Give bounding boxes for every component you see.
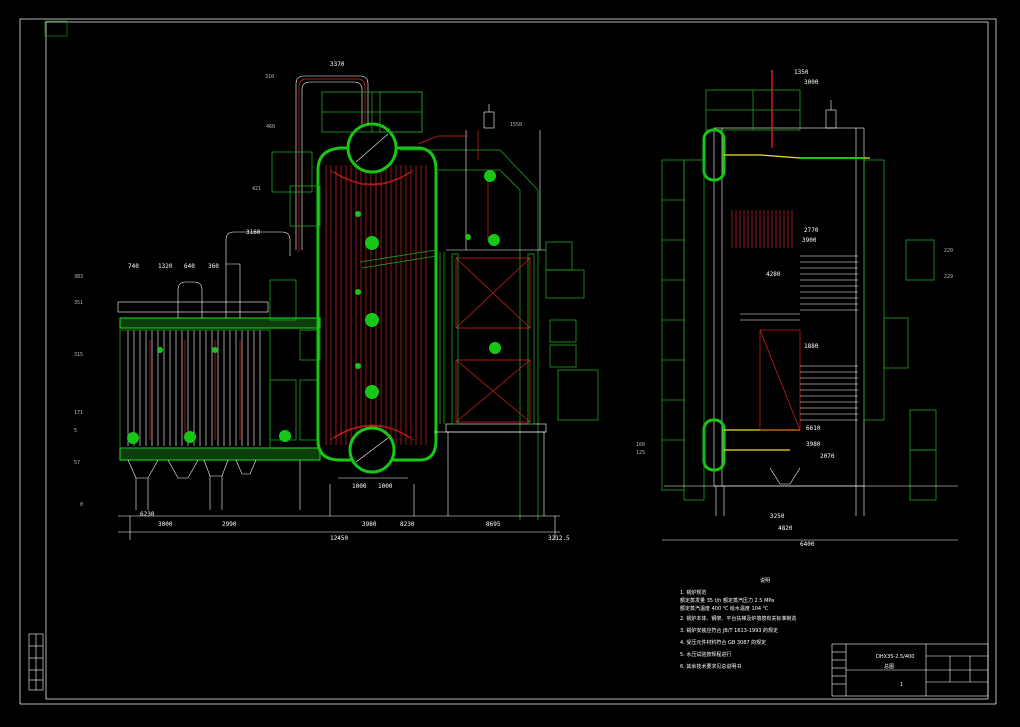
svg-text:740: 740 [128,263,139,270]
dimensions-right: 1350 3000 2770 3900 4280 3250 4820 6400 … [766,69,835,548]
svg-text:125: 125 [636,450,645,456]
svg-text:171: 171 [74,410,83,416]
svg-text:640: 640 [184,263,195,270]
svg-text:额定蒸发量 35 t/h 额定蒸汽压力 2.5 MP: 额定蒸发量 35 t/h 额定蒸汽压力 2.5 MPa [680,597,774,604]
elevations-left: 310 460 421 383 351 315 171 5 57 0 [74,74,275,508]
svg-text:8695: 8695 [486,521,501,528]
svg-text:310: 310 [265,74,274,80]
svg-text:3212.5: 3212.5 [548,535,570,542]
svg-text:1000: 1000 [352,483,367,490]
front-elevation-view [117,75,599,540]
svg-text:3980: 3980 [362,521,377,528]
svg-text:360: 360 [208,263,219,270]
svg-text:说明: 说明 [760,577,770,584]
elevations-right: 220 229 160 125 [636,248,953,456]
svg-text:4820: 4820 [778,525,793,532]
title-block: DHX35-2.5/400 总图 1 [831,643,989,697]
svg-text:2070: 2070 [820,453,835,460]
superheater-section [117,263,321,510]
annotation-boxes [271,91,599,421]
svg-text:2990: 2990 [222,521,237,528]
svg-text:160: 160 [636,442,645,448]
sheet-number: 1 [900,682,903,688]
foundation [118,477,560,540]
svg-text:3160: 3160 [246,229,261,236]
furnace-body [225,75,438,474]
svg-text:1550: 1550 [510,122,522,128]
svg-text:1320: 1320 [158,263,173,270]
svg-text:3980: 3980 [806,441,821,448]
svg-text:3250: 3250 [770,513,785,520]
revision-strip [28,633,44,691]
inner-frame [45,21,989,700]
outer-frame [19,18,997,705]
svg-text:315: 315 [74,352,83,358]
svg-text:1. 锅炉规范: 1. 锅炉规范 [680,589,706,596]
svg-text:2. 锅炉本体、钢架、平台扶梯及炉墙按有关标准制造: 2. 锅炉本体、钢架、平台扶梯及炉墙按有关标准制造 [680,615,796,622]
svg-text:383: 383 [74,274,83,280]
frame-corner-mark [44,20,68,37]
svg-text:6230: 6230 [140,511,155,518]
svg-text:1880: 1880 [804,343,819,350]
svg-text:4280: 4280 [766,271,781,278]
svg-text:3900: 3900 [802,237,817,244]
dimensions-left: 3370 3160 1550 740 1320 640 360 6230 300… [128,61,570,542]
svg-text:57: 57 [74,460,80,466]
drawing-number: DHX35-2.5/400 [876,654,914,660]
svg-text:351: 351 [74,300,83,306]
svg-text:6. 其余技术要求见总说明书: 6. 其余技术要求见总说明书 [680,663,741,670]
svg-text:额定蒸汽温度 400 ℃ 给水温度 104 ℃: 额定蒸汽温度 400 ℃ 给水温度 104 ℃ [680,605,769,612]
svg-text:3000: 3000 [158,521,173,528]
svg-text:5. 水压试验按规程进行: 5. 水压试验按规程进行 [680,651,731,658]
svg-text:8230: 8230 [400,521,415,528]
svg-text:220: 220 [944,248,953,254]
svg-text:3370: 3370 [330,61,345,68]
svg-text:3. 锅炉安装应符合 JB/T 1613-1993 的规定: 3. 锅炉安装应符合 JB/T 1613-1993 的规定 [680,627,778,634]
convection-pass [400,104,547,520]
technical-notes: 说明 1. 锅炉规范 额定蒸发量 35 t/h 额定蒸汽压力 2.5 MPa 额… [680,577,796,670]
svg-text:0: 0 [80,502,83,508]
svg-text:5: 5 [74,428,77,434]
svg-text:1350: 1350 [794,69,809,76]
svg-text:460: 460 [266,124,275,130]
svg-text:2770: 2770 [804,227,819,234]
svg-text:6400: 6400 [800,541,815,548]
svg-text:229: 229 [944,274,953,280]
svg-text:6610: 6610 [806,425,821,432]
svg-text:12450: 12450 [330,535,348,542]
drawing-name: 总图 [884,663,894,670]
svg-text:421: 421 [252,186,261,192]
svg-text:1000: 1000 [378,483,393,490]
side-elevation-view [661,70,958,541]
svg-text:3000: 3000 [804,79,819,86]
svg-text:4. 受压元件材料符合 GB 3087 的规定: 4. 受压元件材料符合 GB 3087 的规定 [680,639,766,646]
